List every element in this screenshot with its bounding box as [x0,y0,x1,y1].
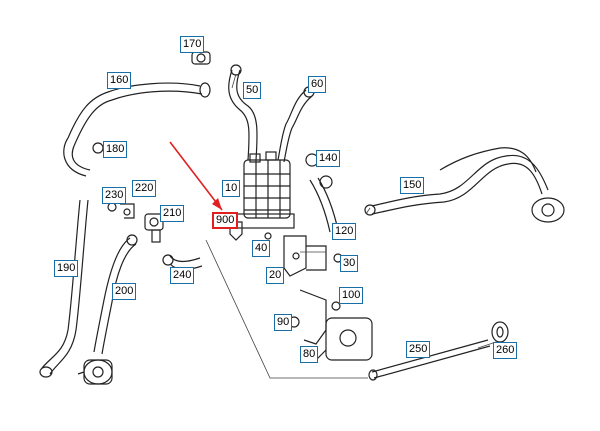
callout-170[interactable]: 170 [180,36,205,53]
highlight-arrow [169,141,223,211]
callout-190[interactable]: 190 [54,260,79,277]
callout-250[interactable]: 250 [406,341,431,358]
bracket-900 [229,221,243,241]
callout-120[interactable]: 120 [332,223,357,240]
callout-200[interactable]: 200 [112,283,137,300]
callout-60[interactable]: 60 [308,76,327,93]
callout-20[interactable]: 20 [266,267,285,284]
callout-10[interactable]: 10 [222,180,241,197]
callout-210[interactable]: 210 [160,205,185,222]
clip-230 [107,202,117,212]
callout-260[interactable]: 260 [493,342,518,359]
clip-180 [92,142,104,154]
hose-160 [63,82,211,177]
callout-180[interactable]: 180 [103,141,128,158]
callout-80[interactable]: 80 [300,346,319,363]
hose-50 [228,64,258,161]
water-pump [77,359,113,385]
callout-240[interactable]: 240 [170,267,195,284]
bolt-40 [264,232,272,240]
bolt-100 [331,301,341,311]
module-80 [299,289,373,363]
hose-150 [364,147,565,223]
callout-160[interactable]: 160 [107,72,132,89]
callout-230[interactable]: 230 [102,187,127,204]
hose-200 [93,234,138,355]
callout-30[interactable]: 30 [340,255,359,272]
callout-150[interactable]: 150 [400,177,425,194]
callout-140[interactable]: 140 [316,150,341,167]
hose-60 [277,86,315,163]
valve-210 [144,213,164,243]
grommet-260 [491,321,509,343]
callout-900[interactable]: 900 [212,212,239,229]
callout-220[interactable]: 220 [132,180,157,197]
heat-exchanger-10 [235,151,295,229]
callout-90[interactable]: 90 [274,314,293,331]
callout-100[interactable]: 100 [339,287,364,304]
hose-190 [39,199,89,378]
callout-40[interactable]: 40 [252,240,271,257]
bracket-20 [283,235,327,277]
bracket-220 [120,203,135,219]
callout-50[interactable]: 50 [243,82,262,99]
